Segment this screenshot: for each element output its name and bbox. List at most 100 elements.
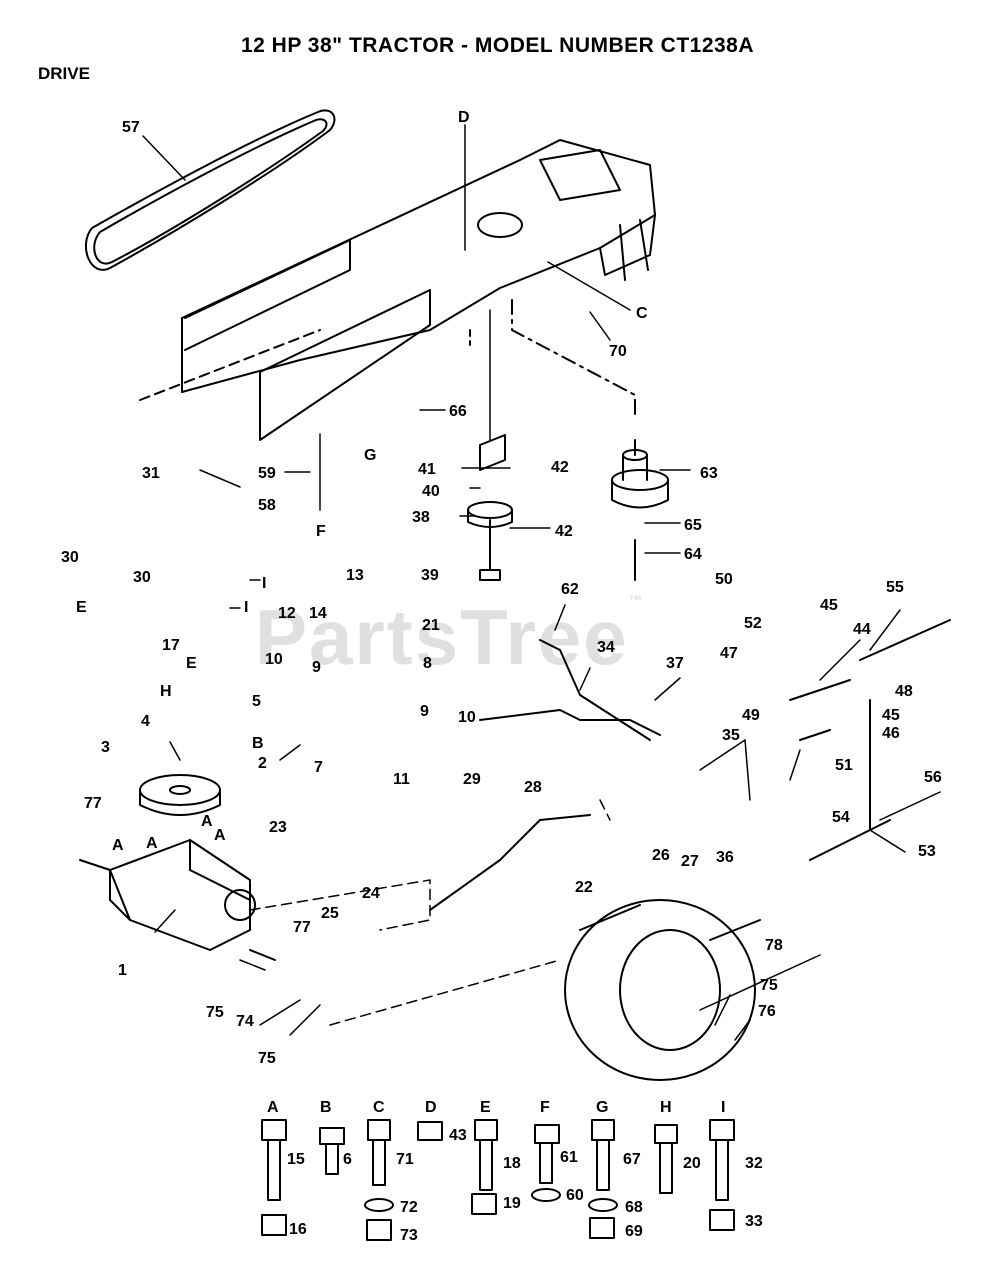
callout-c: C <box>636 305 648 322</box>
callout-21: 21 <box>422 617 440 634</box>
transaxle-pulley <box>139 774 221 816</box>
callout-a-2: A <box>146 835 158 852</box>
callout-45-top: 45 <box>820 597 838 614</box>
hw-a-bolt: 15 <box>287 1151 305 1168</box>
callout-30-left: 30 <box>61 549 79 566</box>
hw-e-bolt: 18 <box>503 1155 521 1172</box>
callout-42-bottom: 42 <box>555 523 573 540</box>
callout-54: 54 <box>832 809 850 826</box>
callout-24: 24 <box>362 885 380 902</box>
brake-rod <box>429 639 661 911</box>
callout-13: 13 <box>346 567 364 584</box>
callout-31: 31 <box>142 465 160 482</box>
hw-e-nut: 19 <box>503 1195 521 1212</box>
callout-64: 64 <box>684 546 702 563</box>
hw-key-e: E <box>480 1099 491 1116</box>
callout-62: 62 <box>561 581 579 598</box>
callout-9-top: 9 <box>312 659 321 676</box>
callout-7: 7 <box>314 759 323 776</box>
callout-e-2: E <box>186 655 197 672</box>
callout-49: 49 <box>742 707 760 724</box>
callout-26: 26 <box>652 847 670 864</box>
callout-63: 63 <box>700 465 718 482</box>
callout-3: 3 <box>101 739 110 756</box>
leader-lines <box>142 124 941 1041</box>
drive-belt <box>85 109 336 271</box>
section-label: DRIVE <box>38 64 90 83</box>
callout-i-2: I <box>244 599 248 616</box>
callout-10-top: 10 <box>265 651 283 668</box>
callout-14: 14 <box>309 605 327 622</box>
hw-key-c: C <box>373 1099 385 1116</box>
callout-1: 1 <box>118 962 127 979</box>
diagram-title: 12 HP 38" TRACTOR - MODEL NUMBER CT1238A <box>240 34 755 57</box>
callout-a-3: A <box>201 813 213 830</box>
hardware-parts-row <box>261 1119 735 1241</box>
callout-11: 11 <box>393 771 410 788</box>
tractor-frame <box>139 139 656 441</box>
hardware-labels: A 15 16 B 6 C 71 72 73 D 43 E 18 19 F 61… <box>267 1099 763 1244</box>
callout-30-right: 30 <box>133 569 151 586</box>
hw-c-washer: 72 <box>400 1199 418 1216</box>
hw-key-h: H <box>660 1099 672 1116</box>
callout-39: 39 <box>421 567 439 584</box>
callout-47: 47 <box>720 645 738 662</box>
dashed-reference-lines <box>249 799 611 1026</box>
hw-key-a: A <box>267 1099 279 1116</box>
hw-f-washer: 60 <box>566 1187 584 1204</box>
callout-i-1: I <box>262 575 266 592</box>
hw-key-g: G <box>596 1099 608 1116</box>
callout-g: G <box>364 447 376 464</box>
callout-27: 27 <box>681 853 699 870</box>
callout-h: H <box>160 683 172 700</box>
callout-41: 41 <box>418 461 436 478</box>
callout-55: 55 <box>886 579 904 596</box>
callout-e-1: E <box>76 599 87 616</box>
callout-45-right: 45 <box>882 707 900 724</box>
callout-9-right: 9 <box>420 703 429 720</box>
callout-48: 48 <box>895 683 913 700</box>
hw-g-washer: 68 <box>625 1199 643 1216</box>
callout-2: 2 <box>258 755 267 772</box>
callout-28: 28 <box>524 779 542 796</box>
callout-51: 51 <box>835 757 853 774</box>
callout-44: 44 <box>853 621 871 638</box>
callout-f: F <box>316 523 326 540</box>
callout-50: 50 <box>715 571 733 588</box>
callout-46: 46 <box>882 725 900 742</box>
hw-a-nut: 16 <box>289 1221 307 1238</box>
callout-labels: 57 D C 70 66 G 41 42 40 38 42 39 63 65 6… <box>61 109 942 1067</box>
idler-pulley-assembly <box>467 434 513 581</box>
callout-25: 25 <box>321 905 339 922</box>
callout-59: 59 <box>258 465 276 482</box>
callout-40: 40 <box>422 483 440 500</box>
callout-75-left: 75 <box>206 1004 224 1021</box>
callout-57: 57 <box>122 119 140 136</box>
callout-a-1: A <box>112 837 124 854</box>
callout-36: 36 <box>716 849 734 866</box>
hw-i-nut: 33 <box>745 1213 763 1230</box>
callout-42-top: 42 <box>551 459 569 476</box>
callout-65: 65 <box>684 517 702 534</box>
callout-17: 17 <box>162 637 180 654</box>
transaxle <box>79 839 276 961</box>
shift-linkage <box>789 619 951 861</box>
hw-i-bolt: 32 <box>745 1155 763 1172</box>
callout-10-right: 10 <box>458 709 476 726</box>
callout-77-right: 77 <box>293 919 311 936</box>
hw-f-bolt: 61 <box>560 1149 578 1166</box>
hw-d-nut: 43 <box>449 1127 467 1144</box>
callout-4: 4 <box>141 713 150 730</box>
callout-a-4: A <box>214 827 226 844</box>
hw-h-bolt: 20 <box>683 1155 701 1172</box>
callout-76: 76 <box>758 1003 776 1020</box>
callout-12: 12 <box>278 605 296 622</box>
callout-35: 35 <box>722 727 740 744</box>
callout-78: 78 <box>765 937 783 954</box>
hw-key-f: F <box>540 1099 550 1116</box>
callout-74: 74 <box>236 1013 254 1030</box>
callout-58: 58 <box>258 497 276 514</box>
rear-wheel <box>564 899 761 1081</box>
callout-8: 8 <box>423 655 432 672</box>
